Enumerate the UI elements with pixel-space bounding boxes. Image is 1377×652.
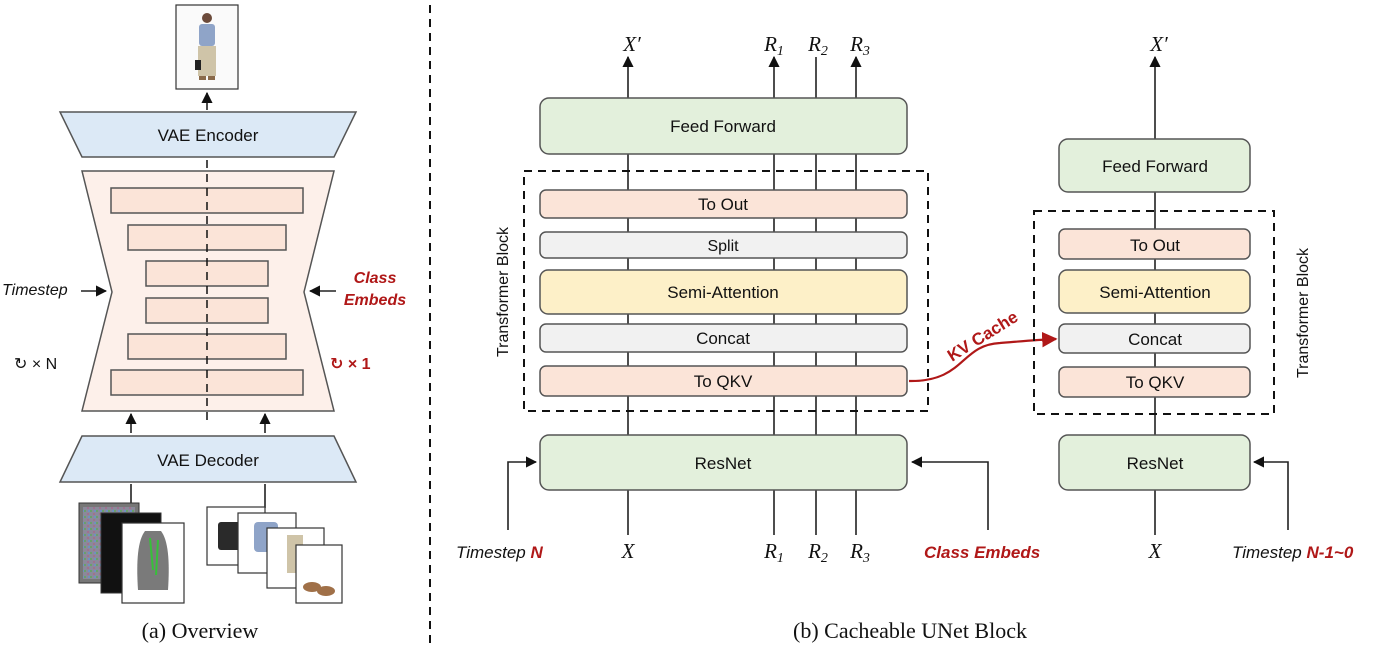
- x-prime-output-label: X′: [622, 32, 641, 56]
- to-qkv-label: To QKV: [694, 372, 753, 391]
- to-out-label-right: To Out: [1130, 236, 1180, 255]
- to-out-block: [539, 189, 908, 219]
- r3-output-label: R3: [849, 32, 870, 59]
- concat-label-right: Concat: [1128, 330, 1182, 349]
- feed-forward-block-right: [1058, 138, 1251, 193]
- semi-attention-label: Semi-Attention: [667, 283, 779, 302]
- semi-attention-block-right: [1058, 269, 1251, 314]
- x-input-label-right: X: [1148, 539, 1163, 563]
- vae-decoder: [58, 435, 358, 483]
- concat-label: Concat: [696, 329, 750, 348]
- class-embeds-label: Class Embeds: [924, 543, 1040, 562]
- resnet-block-right: [1058, 434, 1251, 491]
- transformer-block-border: [523, 170, 929, 412]
- to-out-label: To Out: [698, 195, 748, 214]
- garment-image-stack: [206, 506, 343, 604]
- transformer-block-border-right: [1033, 210, 1275, 415]
- timestep-n-label: Timestep N: [456, 543, 544, 562]
- noise-pose-image-stack: [78, 502, 185, 604]
- overview-panel: VAE Encoder Timestep Class Embeds ↻ × N …: [2, 4, 406, 643]
- feed-forward-label: Feed Forward: [670, 117, 776, 136]
- r1-output-label: R1: [763, 32, 784, 59]
- r1-input-label: R1: [763, 539, 784, 566]
- feed-forward-block: [539, 97, 908, 155]
- unet-caption: (b) Cacheable UNet Block: [793, 618, 1027, 643]
- split-block: [539, 231, 908, 259]
- loop-n-label: ↻ × N: [14, 356, 57, 373]
- to-qkv-block-right: [1058, 366, 1251, 398]
- class-embeds-arrow: [910, 456, 989, 530]
- r2-output-label: R2: [807, 32, 828, 59]
- to-qkv-block: [539, 365, 908, 397]
- to-qkv-label-right: To QKV: [1126, 373, 1185, 392]
- resnet-label: ResNet: [695, 454, 752, 473]
- embeds-label: Embeds: [344, 292, 406, 309]
- loop-1-label: ↻ × 1: [330, 356, 371, 373]
- concat-block-right: [1058, 323, 1251, 354]
- semi-attention-label-right: Semi-Attention: [1099, 283, 1211, 302]
- semi-attention-block: [539, 269, 908, 315]
- to-out-block-right: [1058, 228, 1251, 260]
- resnet-label-right: ResNet: [1127, 454, 1184, 473]
- vae-encoder: [58, 111, 358, 158]
- transformer-block-label-right: Transformer Block: [1295, 247, 1312, 378]
- vae-decoder-label: VAE Decoder: [157, 451, 259, 470]
- class-label: Class: [354, 270, 397, 287]
- resnet-block: [539, 434, 908, 491]
- vae-encoder-label: VAE Encoder: [158, 126, 259, 145]
- feed-forward-label-right: Feed Forward: [1102, 157, 1208, 176]
- timestep-n1-label: Timestep N-1~0: [1232, 543, 1354, 562]
- transformer-block-label-left: Transformer Block: [495, 226, 512, 357]
- timestep-label: Timestep: [2, 282, 68, 299]
- x-prime-output-label-right: X′: [1149, 32, 1168, 56]
- kv-cache-arrow: [908, 331, 1058, 383]
- overview-caption: (a) Overview: [142, 618, 259, 643]
- r3-input-label: R3: [849, 539, 870, 566]
- unet-block-panel: Feed Forward To Out Split Semi-Attention…: [456, 32, 1354, 643]
- split-label: Split: [707, 238, 739, 255]
- r2-input-label: R2: [807, 539, 828, 566]
- concat-block: [539, 323, 908, 353]
- output-image: [175, 4, 239, 90]
- kv-cache-label: KV Cache: [944, 307, 1021, 365]
- x-input-label: X: [621, 539, 636, 563]
- timestep-n-arrow: [507, 456, 538, 530]
- timestep-n1-arrow: [1252, 456, 1289, 530]
